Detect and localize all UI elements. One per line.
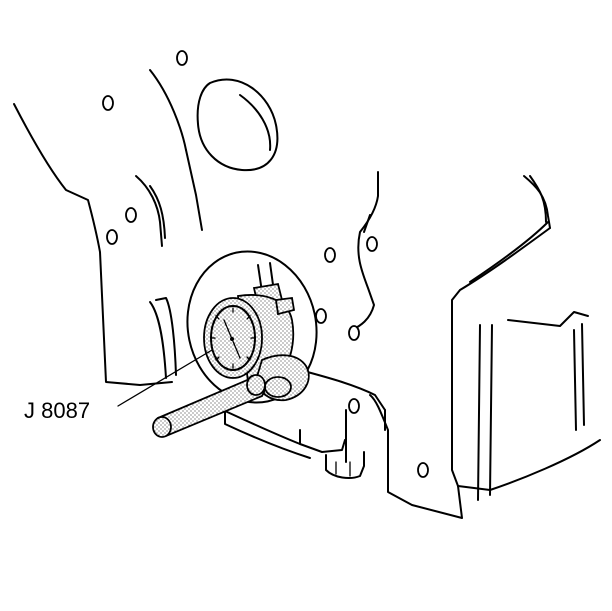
bolt-hole [348,325,360,341]
bolt-hole [125,207,137,223]
bolt-hole [348,398,360,414]
bore-inner-edge [239,94,272,151]
tool-callout-label: J 8087 [24,398,90,423]
engine-block-outline [13,69,601,519]
bolt-hole [417,462,429,478]
bore-opening [196,78,279,172]
callout-leader-line [117,349,213,407]
bolt-holes [102,50,429,478]
bolt-hole [106,229,118,245]
bolt-hole [102,95,114,111]
dial-indicator-tool [152,262,310,438]
bolt-hole [315,308,327,324]
bolt-hole [366,236,378,252]
bolt-hole [176,50,188,66]
crankshaft-nose [325,451,365,479]
callout: J 8087 [24,349,213,423]
detail-view-circle [186,250,318,404]
bolt-hole [324,247,336,263]
